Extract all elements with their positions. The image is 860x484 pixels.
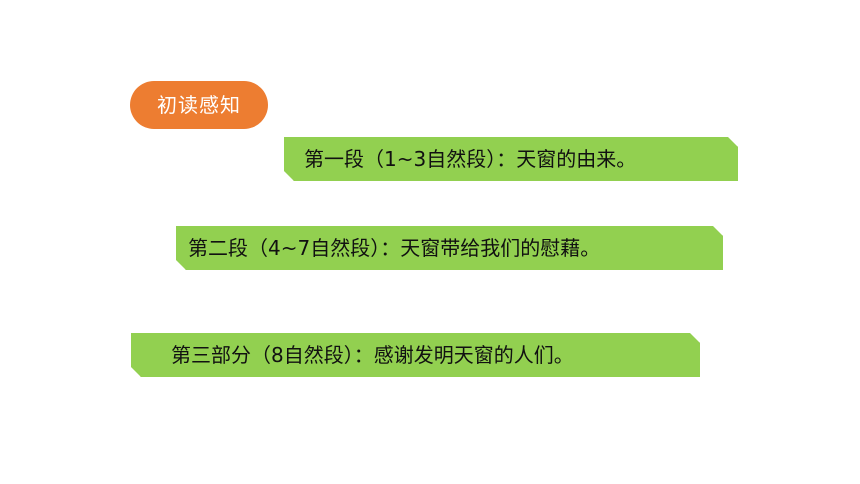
segment-box-1: 第一段（1~3自然段）：天窗的由来。 [284,137,738,181]
segment-box-3: 第三部分（8自然段）：感谢发明天窗的人们。 [131,333,700,377]
segment-box-2: 第二段（4~7自然段）：天窗带给我们的慰藉。 [176,226,723,270]
segment-text-3: 第三部分（8自然段）：感谢发明天窗的人们。 [171,343,574,367]
segment-text-1: 第一段（1~3自然段）：天窗的由来。 [304,147,637,171]
section-title-badge: 初读感知 [130,81,268,129]
segment-text-2: 第二段（4~7自然段）：天窗带给我们的慰藉。 [188,236,601,260]
